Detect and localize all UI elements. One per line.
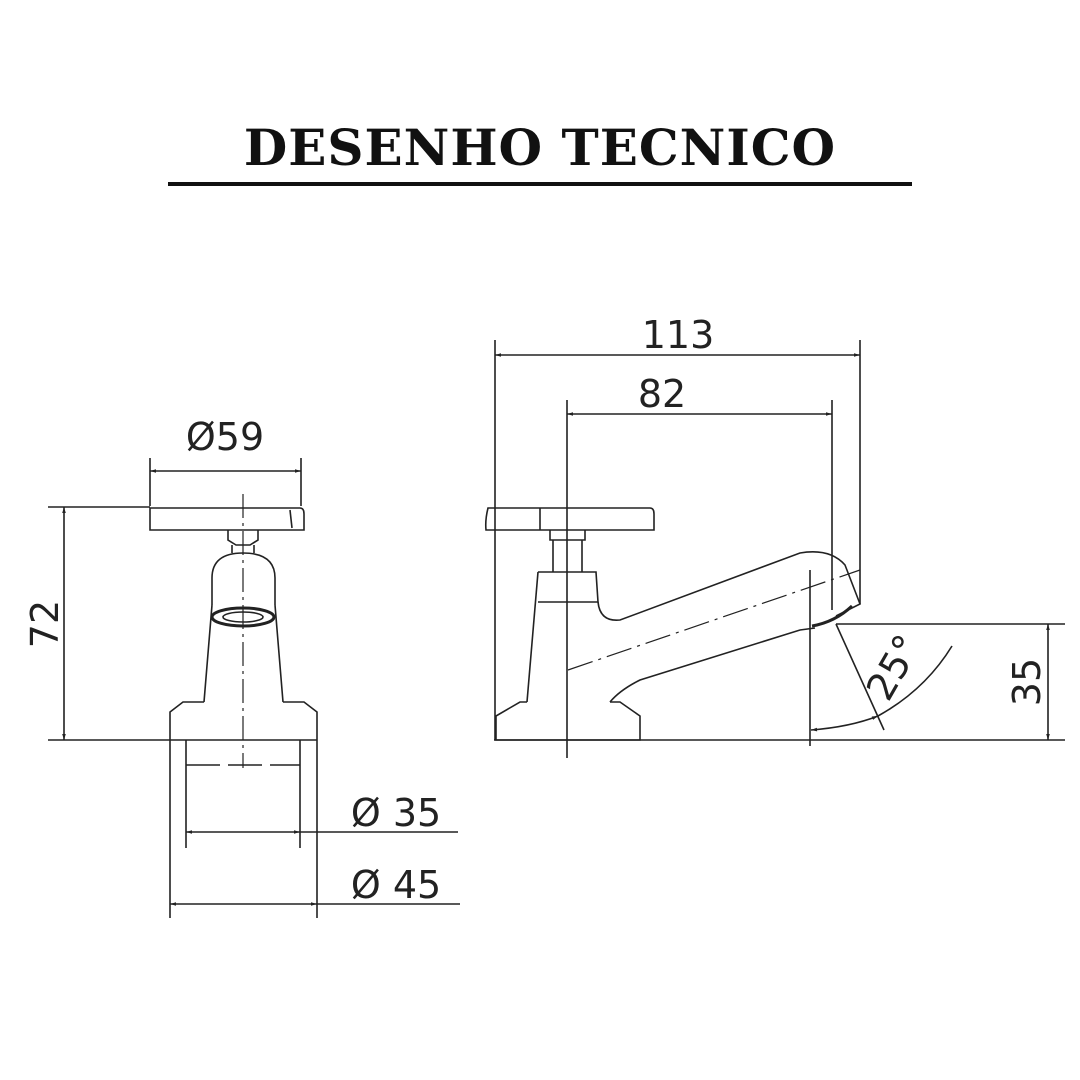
dim-base-inner-diameter: Ø 35 [351, 791, 441, 835]
dim-height: 72 [23, 600, 67, 648]
handle-top [149, 507, 305, 531]
dim-base-outer-diameter: Ø 45 [351, 863, 441, 907]
handle-side [484, 507, 655, 531]
front-view [48, 458, 460, 918]
dim-spout-reach: 82 [638, 372, 686, 416]
side-view [484, 340, 1065, 758]
page-title: DESENHO TECNICO [243, 118, 837, 177]
base [169, 701, 318, 918]
title-underline [168, 182, 912, 186]
dim-total-length: 113 [642, 313, 715, 357]
dim-handle-diameter: Ø59 [186, 415, 264, 459]
dim-spout-height: 35 [1005, 658, 1049, 706]
